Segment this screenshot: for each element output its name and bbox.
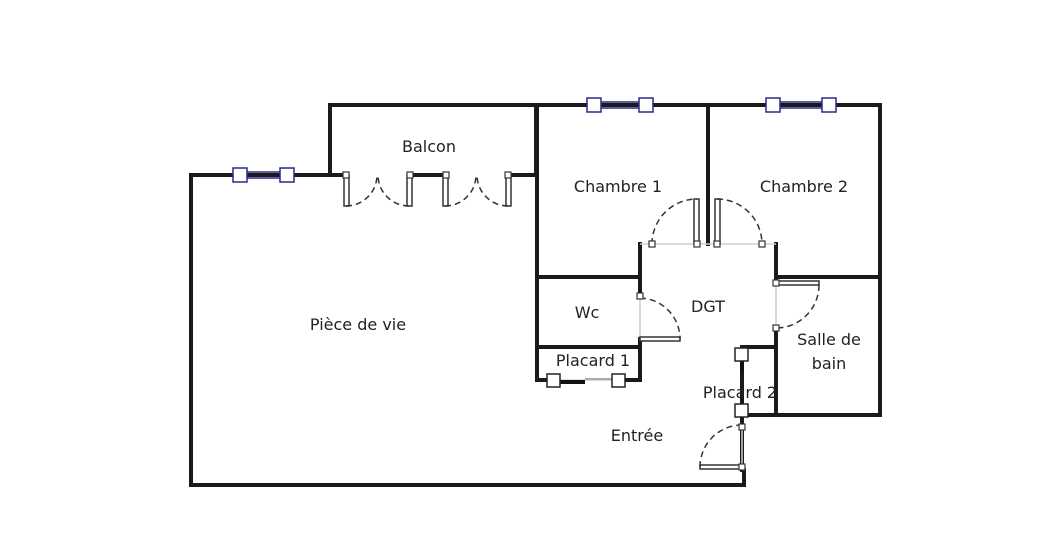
balcony-door-left — [342, 171, 414, 207]
label-placard1: Placard 1 — [556, 351, 630, 370]
door-salle-de-bain — [772, 279, 820, 332]
window-living — [232, 167, 295, 183]
label-wc: Wc — [575, 303, 600, 322]
balcony-door-right — [442, 171, 512, 207]
door-entree — [699, 423, 746, 471]
window-chambre1 — [586, 97, 654, 113]
label-entree: Entrée — [611, 426, 663, 445]
door-chambre1 — [648, 198, 701, 248]
door-chambre2 — [713, 198, 766, 248]
label-placard2: Placard 2 — [703, 383, 777, 402]
label-chambre1: Chambre 1 — [574, 177, 662, 196]
label-chambre2: Chambre 2 — [760, 177, 848, 196]
label-salle-de-bain-1: Salle de — [797, 330, 861, 349]
label-dgt: DGT — [691, 297, 725, 316]
label-balcon: Balcon — [402, 137, 456, 156]
window-chambre2 — [765, 97, 837, 113]
label-salle-de-bain-2: bain — [812, 354, 847, 373]
placard1-door — [546, 373, 626, 388]
placard2-door — [734, 347, 749, 418]
label-piece-de-vie: Pièce de vie — [310, 315, 406, 334]
door-wc — [636, 292, 681, 342]
room-labels: Balcon Chambre 1 Chambre 2 Pièce de vie … — [310, 137, 861, 445]
